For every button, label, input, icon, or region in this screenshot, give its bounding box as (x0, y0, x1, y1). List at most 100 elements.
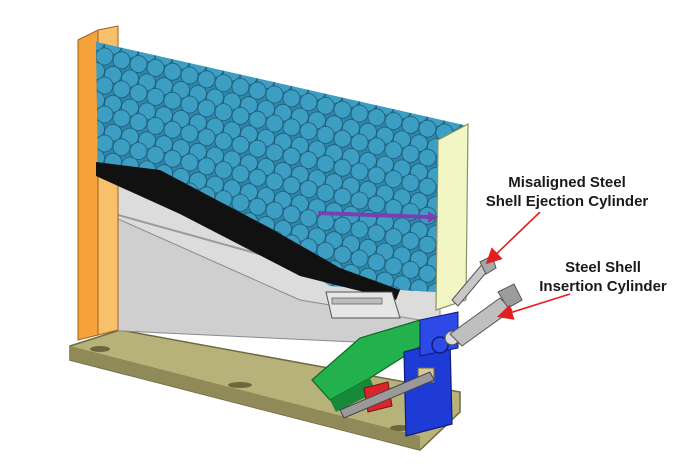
steel-shell (299, 93, 318, 111)
steel-shell (470, 364, 487, 381)
steel-shell (384, 257, 403, 276)
steel-shell (470, 219, 487, 236)
guide-black (96, 162, 400, 300)
steel-shell (316, 183, 335, 202)
steel-shell (292, 340, 309, 357)
steel-shell (96, 76, 114, 95)
left-frame (77, 29, 99, 341)
steel-shell (401, 260, 420, 279)
steel-shell (112, 51, 131, 70)
steel-shell (470, 132, 487, 149)
steel-shell (96, 42, 105, 51)
steel-shell (112, 138, 131, 157)
steel-shell (299, 209, 318, 228)
steel-shell (462, 378, 479, 395)
steel-shell (401, 289, 420, 292)
right-frame (435, 122, 469, 311)
steel-shell (163, 120, 182, 139)
steel-shell (96, 91, 105, 109)
steel-shell (333, 100, 352, 119)
steel-shell (487, 135, 504, 152)
steel-shell (96, 149, 105, 167)
steel-shell (350, 220, 369, 239)
steel-shell (214, 103, 233, 121)
steel-shell (265, 85, 284, 104)
steel-shell (333, 187, 352, 206)
gripper-rod (331, 297, 383, 305)
steel-shell (265, 114, 284, 133)
steel-shell (333, 216, 352, 235)
steel-shell (231, 78, 250, 96)
steel-shell (231, 193, 250, 212)
steel-shell (197, 99, 216, 118)
ejection-arrow (485, 211, 541, 265)
steel-shell (367, 224, 386, 243)
steel-shell (333, 245, 352, 264)
steel-shell (282, 147, 301, 166)
steel-shell (112, 109, 131, 128)
steel-shell (299, 151, 318, 170)
steel-shell (129, 84, 148, 102)
pointer-purple (317, 211, 429, 219)
insertion-cylinder-cap (497, 283, 523, 309)
steel-shell (367, 108, 386, 127)
callout-text: Steel Shell (565, 259, 641, 276)
steel-shell (487, 367, 504, 384)
steel-shell (384, 170, 403, 189)
steel-shell (282, 89, 301, 108)
steel-shell (350, 162, 369, 181)
steel-shell (453, 360, 470, 377)
steel-shell (479, 382, 496, 399)
steel-shell (309, 344, 326, 361)
steel-shell (487, 338, 504, 355)
steel-shell (316, 97, 335, 115)
steel-shell (479, 150, 496, 167)
slide-rail (339, 371, 435, 419)
steel-shell (146, 145, 165, 164)
steel-shell (248, 197, 267, 216)
steel-shell (129, 142, 148, 161)
steel-shell (96, 62, 105, 80)
callout-text: Misaligned Steel (508, 174, 626, 191)
steel-shell (410, 279, 428, 292)
steel-shell (180, 124, 199, 143)
steel-shell (401, 144, 420, 163)
steel-shell (316, 212, 335, 231)
steel-shell (248, 139, 267, 158)
steel-shell (197, 157, 216, 176)
steel-shell (214, 132, 233, 151)
steel-shell (129, 113, 148, 131)
steel-shell (316, 125, 335, 144)
steel-shell (146, 88, 165, 106)
steel-shell (163, 149, 182, 168)
steel-shell (146, 117, 165, 135)
steel-shell (265, 172, 284, 191)
steel-shell (163, 62, 182, 81)
steel-shell (418, 119, 437, 138)
steel-shell (214, 74, 233, 92)
steel-shell (384, 112, 403, 130)
steel-shell (214, 161, 233, 180)
steel-shell (282, 176, 301, 195)
steel-shell (316, 154, 335, 173)
steel-shell (487, 222, 504, 239)
steel-shell (487, 396, 504, 413)
steel-shell (197, 128, 216, 147)
base-slot (228, 382, 252, 388)
steel-shell (350, 191, 369, 210)
steel-shell (367, 195, 386, 214)
steel-shell (299, 180, 318, 199)
steel-shell (367, 253, 386, 272)
chute-green-side (330, 378, 376, 412)
steel-shell (333, 158, 352, 177)
callout-text: Insertion Cylinder (539, 278, 667, 295)
steel-shell (401, 116, 420, 134)
steel-shell (350, 249, 369, 268)
pointer-purple-head (428, 211, 438, 223)
steel-shell (180, 95, 199, 114)
steel-shell (96, 134, 114, 153)
steel-shell (163, 91, 182, 110)
steel-shell (96, 47, 114, 66)
steel-shell (418, 148, 437, 167)
